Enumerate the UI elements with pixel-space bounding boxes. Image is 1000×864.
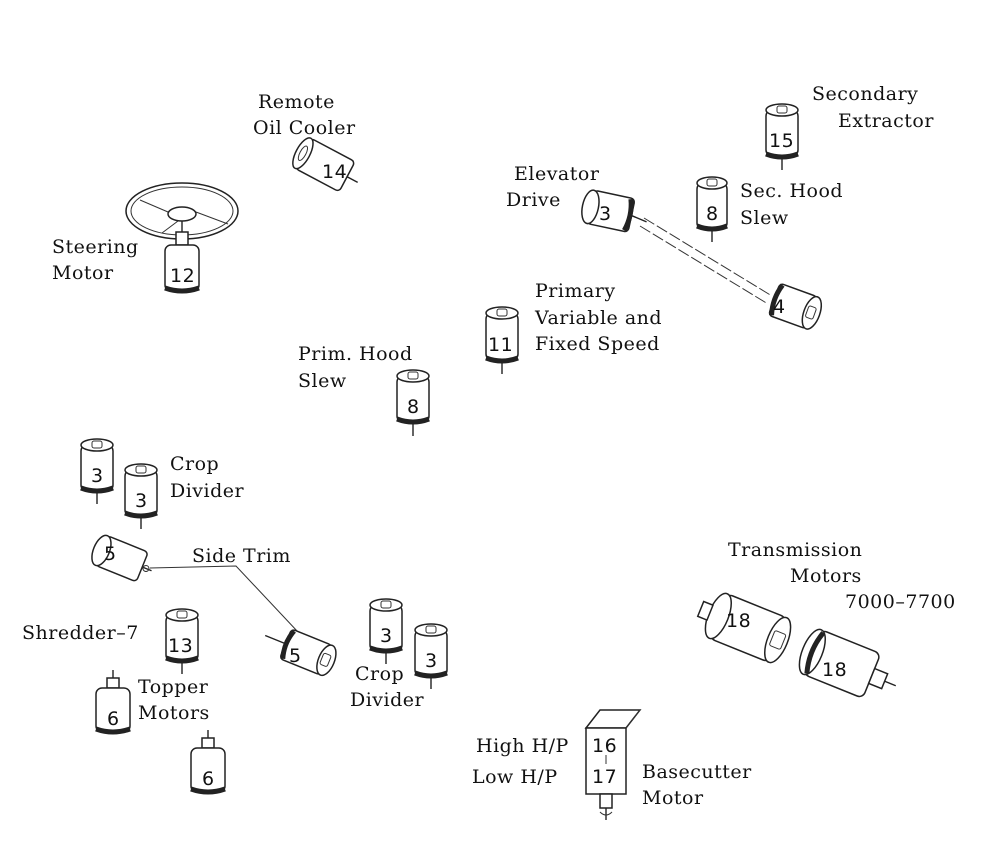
label-side-trim: Side Trim bbox=[192, 545, 291, 567]
motor-number-16: 16 bbox=[592, 735, 617, 757]
motor-number-13: 13 bbox=[168, 635, 193, 657]
motor-number-3-elevator: 3 bbox=[599, 203, 612, 225]
label-crop-divider-right: Crop Divider bbox=[350, 663, 425, 711]
sec-hood-slew-motor: 8 bbox=[696, 176, 728, 242]
motor-number-6-topper-b: 6 bbox=[202, 768, 215, 790]
motor-number-15: 15 bbox=[769, 130, 794, 152]
label-basecutter-motor: Basecutter Motor bbox=[642, 761, 758, 809]
motor-number-5-side-trim-a: 5 bbox=[104, 543, 117, 565]
motor-number-14: 14 bbox=[322, 161, 347, 183]
label-high-hp: High H/P bbox=[476, 735, 569, 757]
steering-motor: 12 bbox=[164, 231, 200, 294]
label-remote-oil-cooler: Remote Oil Cooler bbox=[253, 91, 356, 139]
motor-number-4-elevator: 4 bbox=[773, 296, 786, 318]
topper-motor-a: 6 bbox=[95, 670, 131, 735]
label-primary-variable: Primary Variable and Fixed Speed bbox=[534, 280, 669, 355]
label-low-hp: Low H/P bbox=[472, 766, 558, 788]
label-secondary-extractor: Secondary Extractor bbox=[812, 83, 934, 132]
primary-variable-motor: 11 bbox=[485, 306, 519, 374]
motor-number-6-topper-a: 6 bbox=[107, 708, 120, 730]
secondary-extractor-motor: 15 bbox=[765, 103, 799, 170]
shredder-motor: 13 bbox=[165, 608, 199, 674]
crop-divider-right-motor-a: 3 bbox=[369, 598, 403, 664]
motor-number-17: 17 bbox=[592, 766, 617, 788]
label-transmission-motors: Transmission Motors 7000–7700 bbox=[728, 539, 956, 613]
label-prim-hood-slew: Prim. Hood Slew bbox=[298, 343, 419, 392]
motor-number-3-crop-left-a: 3 bbox=[91, 465, 104, 487]
basecutter-motor: 16 17 bbox=[584, 709, 642, 820]
crop-divider-left-motor-a: 3 bbox=[80, 438, 114, 504]
prim-hood-slew-motor: 8 bbox=[396, 369, 430, 436]
motor-number-18-a: 18 bbox=[726, 610, 751, 632]
label-steering-motor: Steering Motor bbox=[52, 236, 145, 284]
label-elevator-drive: Elevator Drive bbox=[506, 163, 606, 211]
motor-number-3-crop-right-a: 3 bbox=[380, 625, 393, 647]
label-topper-motors: Topper Motors bbox=[138, 676, 215, 724]
crop-divider-left-motor-b: 3 bbox=[124, 463, 158, 529]
motor-number-5-side-trim-b: 5 bbox=[289, 645, 302, 667]
topper-motor-b: 6 bbox=[190, 730, 226, 795]
steering-wheel-icon bbox=[125, 182, 239, 240]
transmission-motors: 18 18 bbox=[696, 592, 897, 698]
label-shredder: Shredder–7 bbox=[22, 622, 139, 644]
side-trim-assembly: 5 5 bbox=[91, 534, 337, 677]
motor-number-11: 11 bbox=[488, 334, 513, 356]
motor-number-8-sec-hood: 8 bbox=[706, 203, 719, 225]
motor-number-12: 12 bbox=[170, 265, 195, 287]
motor-number-3-crop-left-b: 3 bbox=[135, 490, 148, 512]
crop-divider-right-motor-b: 3 bbox=[414, 623, 448, 689]
label-sec-hood-slew: Sec. Hood Slew bbox=[740, 180, 850, 229]
motor-number-18-b: 18 bbox=[822, 659, 847, 681]
oil-cooler-motor: 14 bbox=[292, 137, 358, 192]
motor-number-3-crop-right-b: 3 bbox=[425, 650, 438, 672]
motor-number-8-prim-hood: 8 bbox=[407, 396, 420, 418]
label-crop-divider-left: Crop Divider bbox=[170, 453, 245, 502]
elevator-drive-assembly: 3 4 bbox=[581, 189, 823, 330]
